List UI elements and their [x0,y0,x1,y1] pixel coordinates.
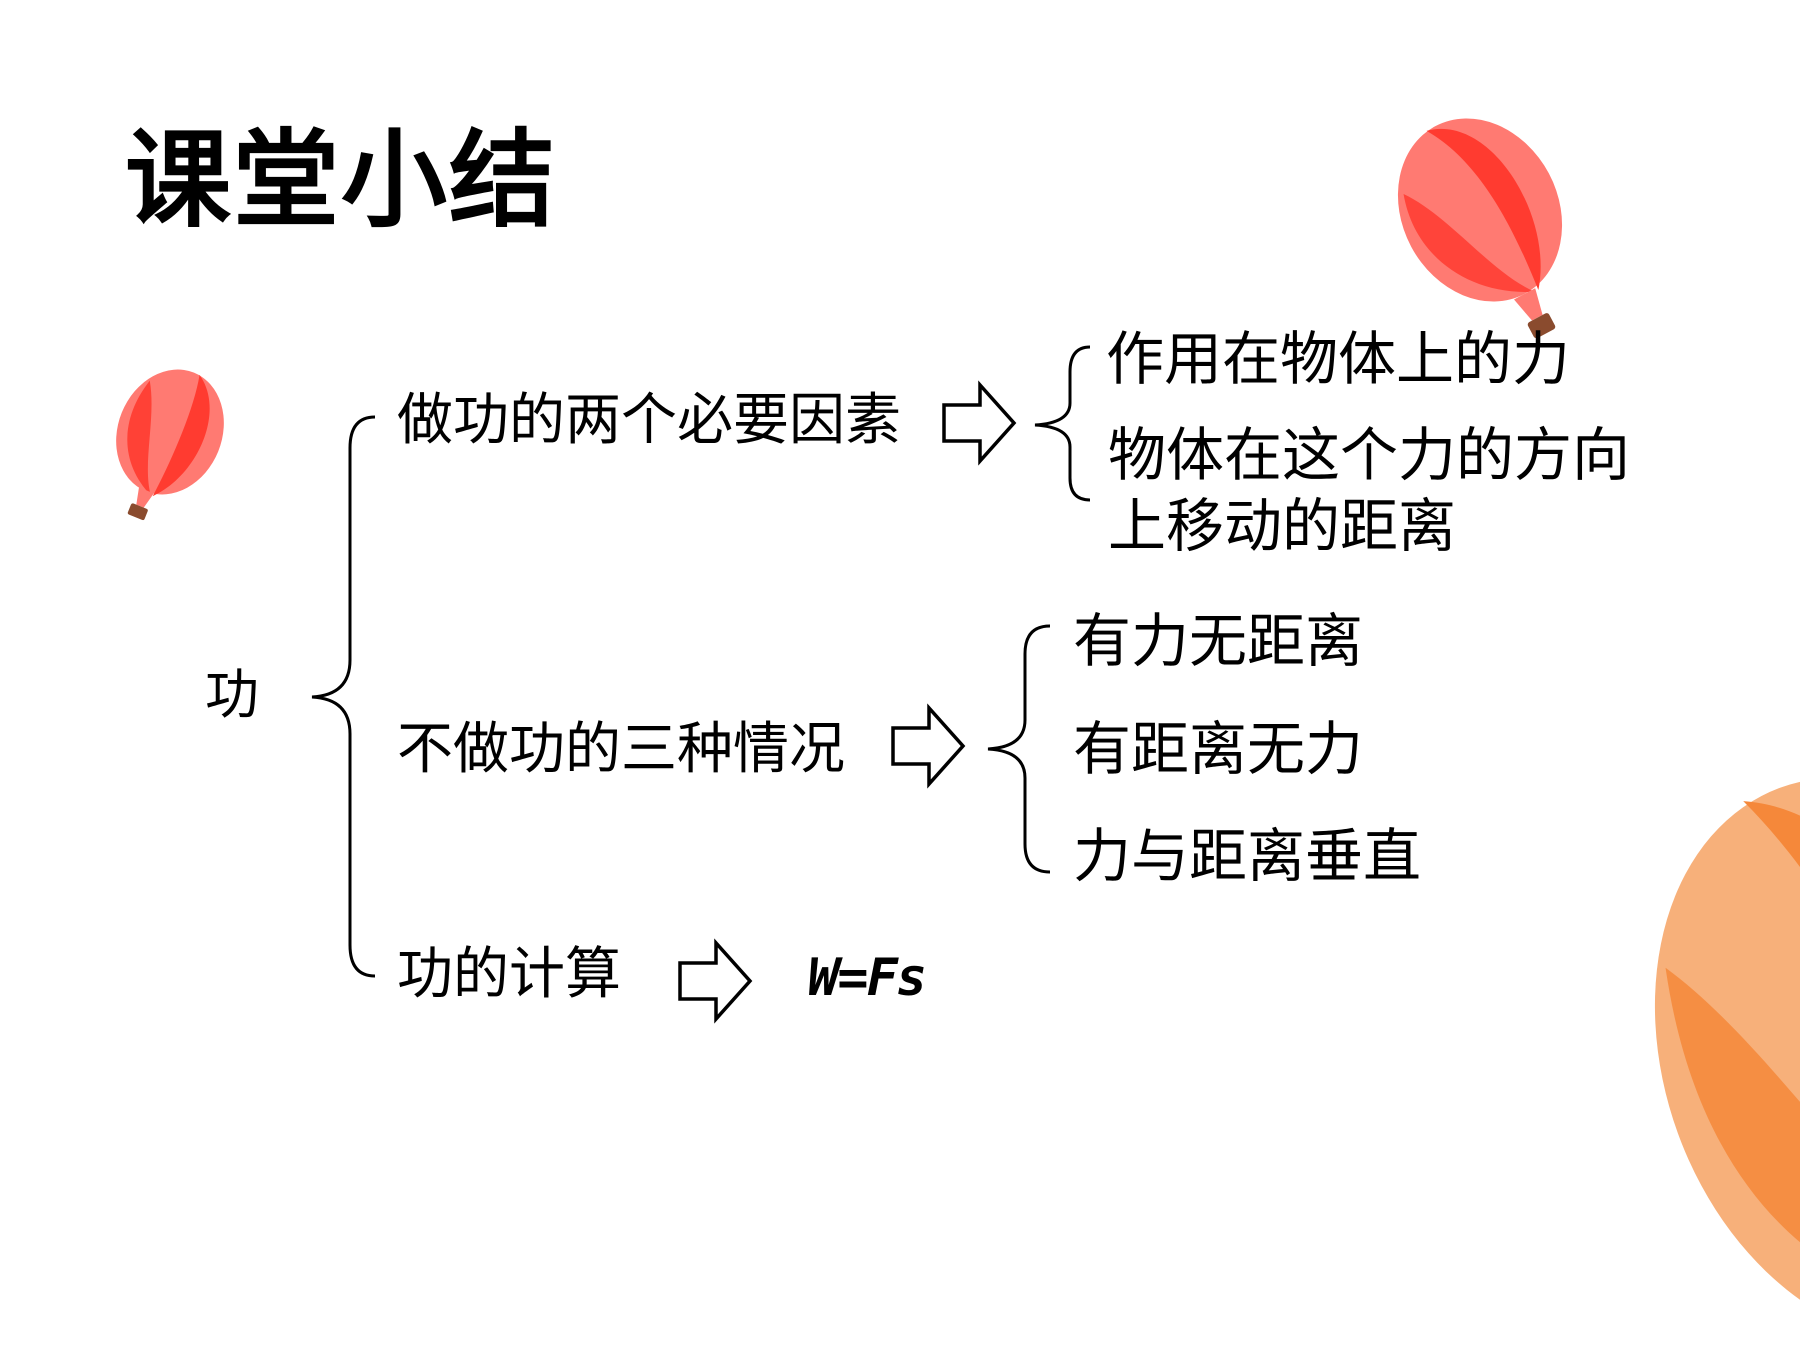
leaf-distance-in-force-direction-cont: 上移动的距离 [1108,492,1457,560]
branch-two-factors: 做功的两个必要因素 [397,388,901,453]
leaf-force-perpendicular-distance: 力与距离垂直 [1073,822,1422,890]
leaf-force-on-object: 作用在物体上的力 [1106,325,1571,393]
hot-air-balloon-icon [1654,777,1800,1343]
leaf-distance-in-force-direction: 物体在这个力的方向 [1108,421,1631,489]
leaf-force-no-distance: 有力无距离 [1073,607,1364,675]
main-curly-brace-icon [311,415,376,978]
curly-brace-icon [987,624,1051,874]
root-node-work: 功 [205,663,259,726]
page-title: 课堂小结 [125,119,557,242]
hot-air-balloon-icon [1397,118,1563,339]
work-formula: W=Fs [808,948,927,1008]
branch-work-calculation: 功的计算 [397,942,621,1007]
branch-no-work-cases: 不做功的三种情况 [397,717,845,782]
right-arrow-icon [678,938,753,1024]
leaf-distance-no-force: 有距离无力 [1073,715,1364,783]
right-arrow-icon [891,703,966,789]
curly-brace-icon [1034,345,1091,502]
hot-air-balloon-icon [116,369,224,521]
right-arrow-icon [942,380,1017,466]
